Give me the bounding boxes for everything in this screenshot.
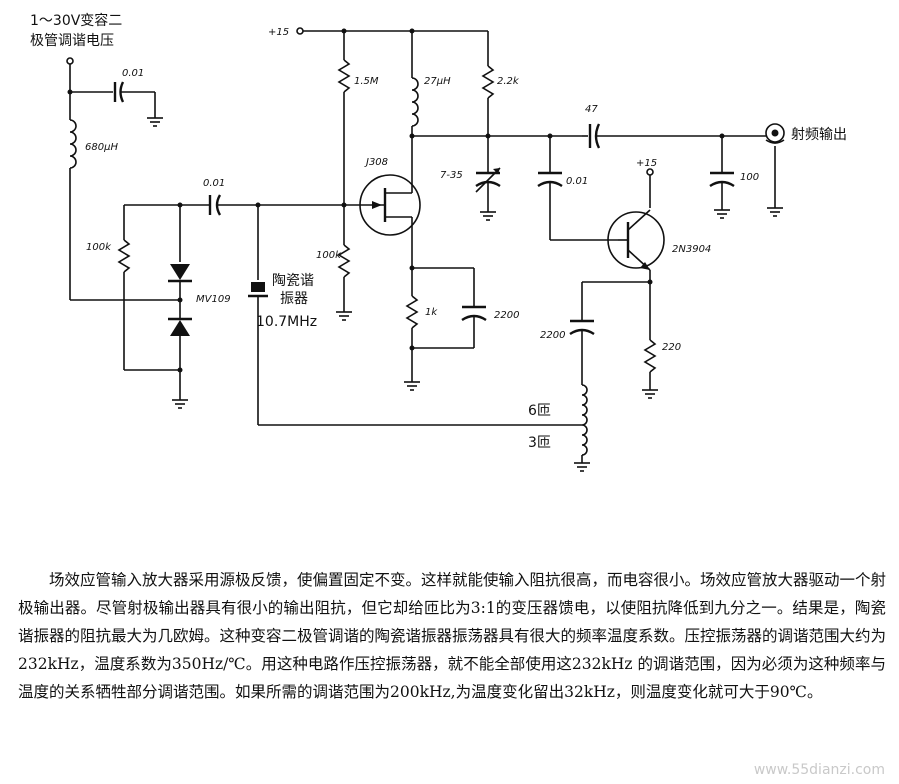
source-network: 1k 2200 (404, 265, 519, 391)
shunt-cap-label: 100 (740, 172, 759, 183)
fet-j308: J308 (344, 136, 421, 268)
choke-label: 680μH (85, 142, 118, 153)
load-and-trimmer: 2.2k 7-35 (440, 31, 520, 221)
feedback-transformer: 2200 6匝 3匝 (528, 282, 595, 472)
vcc-rail: +15 (268, 27, 488, 38)
circuit-description: 场效应管输入放大器采用源极反馈，使偏置固定不变。这样就能使输入阻抗很高，而电容很… (18, 571, 887, 701)
varactor-network: 100k MV109 (86, 202, 231, 409)
drain-inductor: 27μH (409, 31, 582, 139)
bjt-2n3904: +15 2N3904 220 (582, 158, 711, 399)
resonator-freq-label: 10.7MHz (256, 314, 317, 330)
source-cap-label: 2200 (494, 310, 519, 321)
source-resistor-label: 1k (425, 307, 438, 318)
vcc-label-2: +15 (636, 158, 657, 169)
tap3-label: 3匝 (528, 435, 551, 451)
circuit-schematic: +15 1～30V变容二 极管调谐电压 0.01 680μH 100k (30, 12, 847, 472)
tuning-voltage-label-2: 极管调谐电压 (30, 33, 114, 49)
fet-bias: 1.5M 100k (316, 31, 379, 321)
trimmer-label: 7-35 (440, 170, 463, 181)
base-coupling: 0.01 (537, 136, 618, 241)
varactor-label: MV109 (196, 294, 231, 305)
feedback-cap-label: 2200 (540, 330, 565, 341)
bjt-label: 2N3904 (672, 244, 711, 255)
emitter-resistor-label: 220 (662, 342, 681, 353)
rf-output: 47 100 射频输出 (582, 104, 847, 219)
bias-resistor-label: 100k (86, 242, 112, 253)
resonator-label-2: 振器 (280, 291, 308, 307)
fet-label: J308 (364, 157, 388, 168)
coupling-cap-label: 0.01 (203, 178, 225, 189)
vcc-label-1: +15 (268, 27, 289, 38)
rf-output-label: 射频输出 (791, 127, 847, 143)
bypass-cap-label: 0.01 (122, 68, 144, 79)
load-resistor-label: 2.2k (497, 76, 520, 87)
tap6-label: 6匝 (528, 403, 551, 419)
drain-inductor-label: 27μH (424, 76, 451, 87)
resonator-label-1: 陶瓷谐 (272, 273, 314, 289)
drain-resistor-label: 1.5M (354, 76, 379, 87)
base-cap-label: 0.01 (566, 176, 588, 187)
tuning-voltage-label-1: 1～30V变容二 (30, 12, 122, 29)
tuning-input: 1～30V变容二 极管调谐电压 0.01 680μH (30, 12, 180, 301)
output-cap-label: 47 (585, 104, 598, 115)
gate-coupling: 0.01 陶瓷谐 振器 10.7MHz (203, 178, 582, 426)
gate-resistor-label: 100k (316, 250, 342, 261)
watermark: www.55dianzi.com (753, 762, 885, 778)
